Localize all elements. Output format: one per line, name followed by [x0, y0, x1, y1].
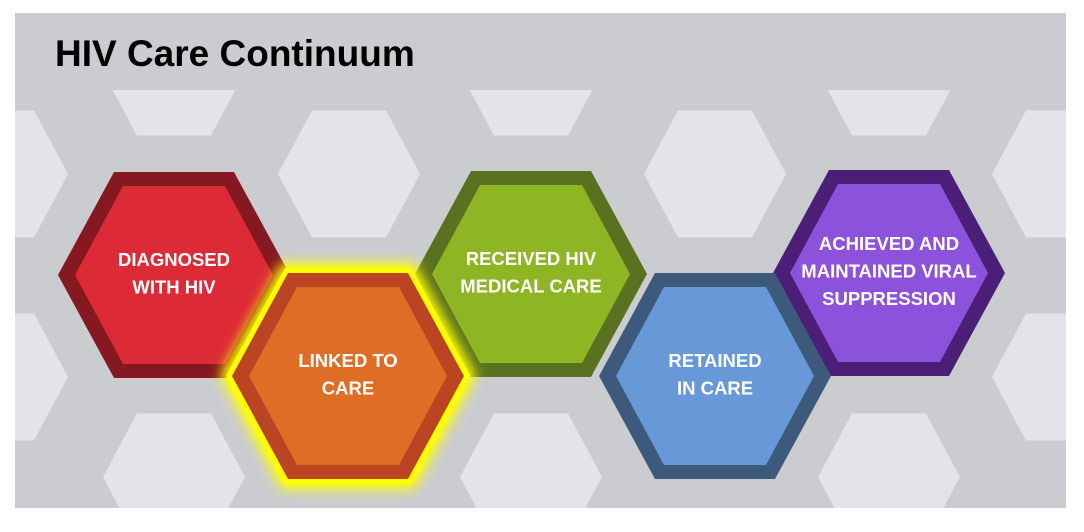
stage-linked: LINKED TO CARE: [220, 263, 476, 489]
stage-label-line: WITH HIV: [132, 276, 216, 297]
stage-fill: [790, 184, 988, 362]
stage-label-line: RETAINED: [668, 350, 761, 371]
stage-fill: [432, 185, 630, 363]
stage-fill: [75, 186, 273, 364]
stage-suppressed: ACHIEVED AND MAINTAINED VIRAL SUPPRESSION: [773, 170, 1005, 376]
stage-label-line: RECEIVED HIV: [466, 248, 597, 269]
stage-label-line: IN CARE: [677, 377, 753, 398]
stage-diagnosed: DIAGNOSED WITH HIV: [58, 172, 290, 378]
stage-retained: RETAINED IN CARE: [599, 273, 831, 479]
stage-fill: [616, 287, 814, 465]
pattern-hexagon: [112, 90, 236, 136]
stage-label-line: MAINTAINED VIRAL: [801, 261, 976, 282]
page-title: HIV Care Continuum: [55, 33, 415, 74]
stage-label-line: CARE: [322, 377, 374, 398]
pattern-hexagon: [103, 413, 245, 508]
pattern-hexagon: [460, 413, 602, 508]
pattern-hexagon: [278, 110, 420, 238]
pattern-hexagon: [827, 90, 951, 136]
stage-label-line: SUPPRESSION: [822, 288, 956, 309]
stage-label-line: DIAGNOSED: [118, 249, 230, 270]
pattern-hexagon: [992, 110, 1066, 238]
pattern-hexagon: [15, 110, 68, 238]
stage-fill: [249, 287, 447, 465]
stage-label-line: MEDICAL CARE: [460, 275, 602, 296]
stage-received: RECEIVED HIV MEDICAL CARE: [415, 171, 647, 377]
stage-hexagons: DIAGNOSED WITH HIV RECEIVED HIV MEDICAL CAR…: [58, 170, 1005, 489]
pattern-hexagon: [644, 110, 786, 238]
pattern-hexagon: [818, 413, 960, 508]
stage-label-line: ACHIEVED AND: [819, 233, 959, 254]
pattern-hexagon: [992, 313, 1066, 441]
pattern-hexagon: [469, 90, 593, 136]
pattern-hexagon: [15, 313, 68, 441]
stage-label-line: LINKED TO: [298, 350, 397, 371]
